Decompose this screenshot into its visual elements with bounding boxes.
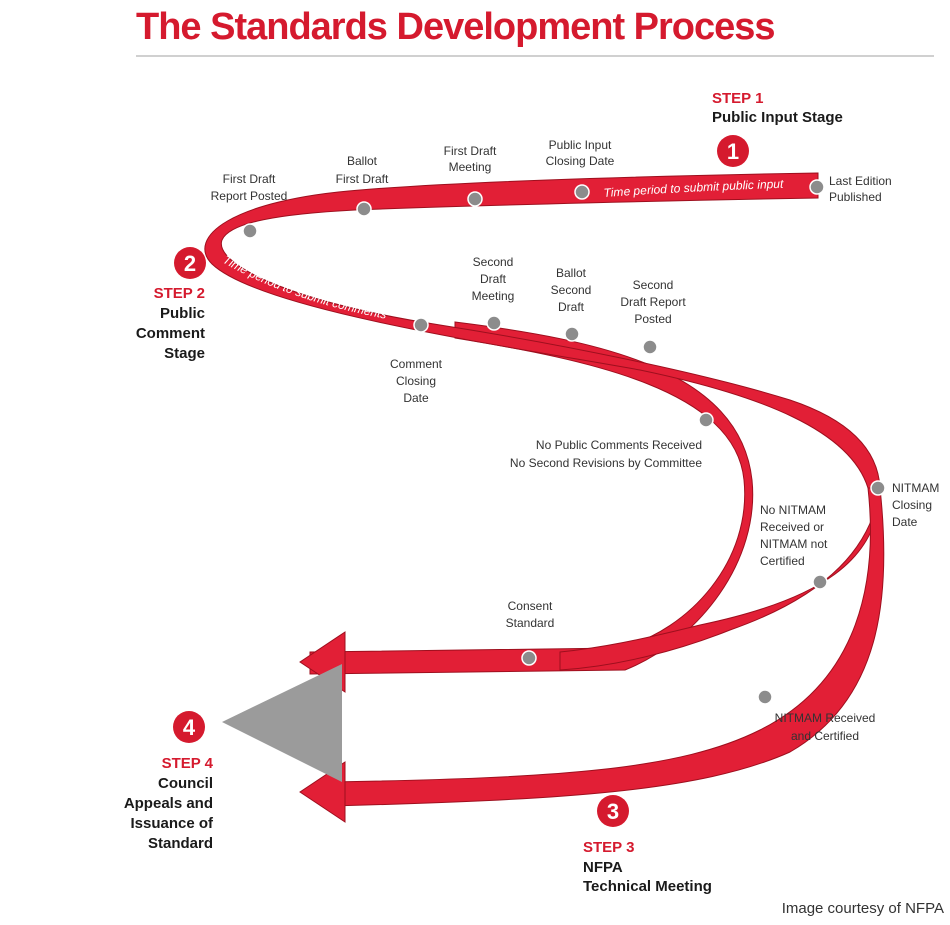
milestone-label-line: Consent xyxy=(508,599,553,613)
milestone-node xyxy=(467,191,483,207)
step-3-name-line-1: NFPA xyxy=(583,859,623,876)
step-4-name-line-1: Council xyxy=(158,775,213,792)
milestone-label-line: and Certified xyxy=(791,729,859,743)
milestone-label-line: Closing xyxy=(892,498,932,512)
milestone-node xyxy=(486,315,502,331)
council-diamond xyxy=(222,664,342,782)
milestone-ballot-first-draft: Ballot First Draft xyxy=(336,154,389,217)
step-1-label: STEP 1 Public Input Stage xyxy=(712,90,843,126)
milestone-node xyxy=(413,317,429,333)
milestone-node xyxy=(642,339,658,355)
step-1-number: 1 xyxy=(727,139,739,164)
milestone-label-line: No NITMAM xyxy=(760,503,826,517)
step-1-name: Public Input Stage xyxy=(712,109,843,126)
step-3-number: 3 xyxy=(607,799,619,824)
step-4-name-line-3: Issuance of xyxy=(130,815,214,832)
milestone-label-line: Last Edition xyxy=(829,174,892,188)
milestone-first-draft-meeting: First Draft Meeting xyxy=(444,144,497,207)
milestone-label-line: Comment xyxy=(390,357,443,371)
step-3-badge: 3 xyxy=(597,795,629,827)
milestone-node xyxy=(242,223,258,239)
step-2-label: STEP 2 Public Comment Stage xyxy=(136,285,205,362)
milestone-node xyxy=(698,412,714,428)
milestone-comment-closing-date: Comment Closing Date xyxy=(390,317,443,405)
milestone-public-input-closing-date: Public Input Closing Date xyxy=(546,138,615,200)
milestone-nitmam-closing-date: NITMAM Closing Date xyxy=(870,480,939,529)
step-4-number: 4 xyxy=(183,715,196,740)
milestone-second-draft-report-posted: Second Draft Report Posted xyxy=(620,278,686,355)
step-4-badge: 4 xyxy=(173,711,205,743)
milestone-label-line: Second xyxy=(473,255,514,269)
milestone-label-line: First Draft xyxy=(444,144,497,158)
milestone-second-draft-meeting: Second Draft Meeting xyxy=(472,255,515,331)
step-4-title: STEP 4 xyxy=(162,755,214,772)
milestone-label-line: First Draft xyxy=(336,172,389,186)
milestone-label-line: No Public Comments Received xyxy=(536,438,702,452)
step-2-name-line-3: Stage xyxy=(164,345,205,362)
milestone-label-line: Closing Date xyxy=(546,154,615,168)
milestone-node xyxy=(521,650,537,666)
milestone-label-line: Published xyxy=(829,190,882,204)
image-credit: Image courtesy of NFPA xyxy=(781,900,944,917)
milestone-label-line: Ballot xyxy=(347,154,378,168)
milestone-ballot-second-draft: Ballot Second Draft xyxy=(551,266,592,342)
milestone-label-line: Certified xyxy=(760,554,805,568)
milestone-first-draft-report-posted: First Draft Report Posted xyxy=(211,172,288,239)
step-4-label: STEP 4 Council Appeals and Issuance of S… xyxy=(124,755,214,852)
milestone-label-line: Draft Report xyxy=(620,295,686,309)
milestone-node xyxy=(812,574,828,590)
milestone-node xyxy=(757,689,773,705)
milestone-label-line: Received or xyxy=(760,520,824,534)
step-1-badge: 1 xyxy=(717,135,749,167)
step-1-title: STEP 1 xyxy=(712,90,763,107)
page-title: The Standards Development Process xyxy=(136,6,776,48)
milestone-label-line: First Draft xyxy=(223,172,276,186)
milestone-no-public-comments: No Public Comments Received No Second Re… xyxy=(510,412,714,470)
step-4-name-line-4: Standard xyxy=(148,835,213,852)
milestone-node xyxy=(564,326,580,342)
milestone-label-line: No Second Revisions by Committee xyxy=(510,456,702,470)
step-2-number: 2 xyxy=(184,251,196,276)
milestone-label-line: Posted xyxy=(634,312,671,326)
milestone-label-line: NITMAM Received xyxy=(775,711,876,725)
step-2-name-line-1: Public xyxy=(160,305,205,322)
ribbon-consent-standard-path xyxy=(309,321,754,675)
milestone-label-line: Public Input xyxy=(549,138,612,152)
milestone-node xyxy=(809,179,825,195)
milestone-label-line: Date xyxy=(403,391,429,405)
step-2-title: STEP 2 xyxy=(154,285,205,302)
milestone-label-line: Report Posted xyxy=(211,189,288,203)
milestone-label-line: Ballot xyxy=(556,266,587,280)
milestone-label-line: Standard xyxy=(506,616,555,630)
step-2-badge: 2 xyxy=(174,247,206,279)
step-4-name-line-2: Appeals and xyxy=(124,795,213,812)
milestone-label-line: Date xyxy=(892,515,918,529)
milestone-label-line: Meeting xyxy=(472,289,515,303)
step-3-label: STEP 3 NFPA Technical Meeting xyxy=(583,839,712,895)
step-2-name-line-2: Comment xyxy=(136,325,205,342)
ribbon-public-input-path xyxy=(204,172,881,489)
step-3-name-line-2: Technical Meeting xyxy=(583,878,712,895)
milestone-node xyxy=(574,184,590,200)
ribbon-text-comments: Time period to submit comments xyxy=(220,252,387,321)
milestone-label-line: NITMAM not xyxy=(760,537,828,551)
milestone-label-line: Meeting xyxy=(449,160,492,174)
milestone-label-line: Draft xyxy=(480,272,507,286)
title-divider xyxy=(136,55,934,57)
milestone-no-nitmam: No NITMAM Received or NITMAM not Certifi… xyxy=(760,503,828,590)
milestone-nitmam-received-certified: NITMAM Received and Certified xyxy=(757,689,876,743)
step-3-title: STEP 3 xyxy=(583,839,634,856)
milestone-node xyxy=(356,201,372,217)
milestone-label-line: Second xyxy=(551,283,592,297)
milestone-label-line: Second xyxy=(633,278,674,292)
milestone-consent-standard: Consent Standard xyxy=(506,599,555,666)
milestone-last-edition-published: Last Edition Published xyxy=(809,174,892,204)
milestone-node xyxy=(870,480,886,496)
milestone-label-line: NITMAM xyxy=(892,481,939,495)
milestone-label-line: Closing xyxy=(396,374,436,388)
milestone-label-line: Draft xyxy=(558,300,585,314)
